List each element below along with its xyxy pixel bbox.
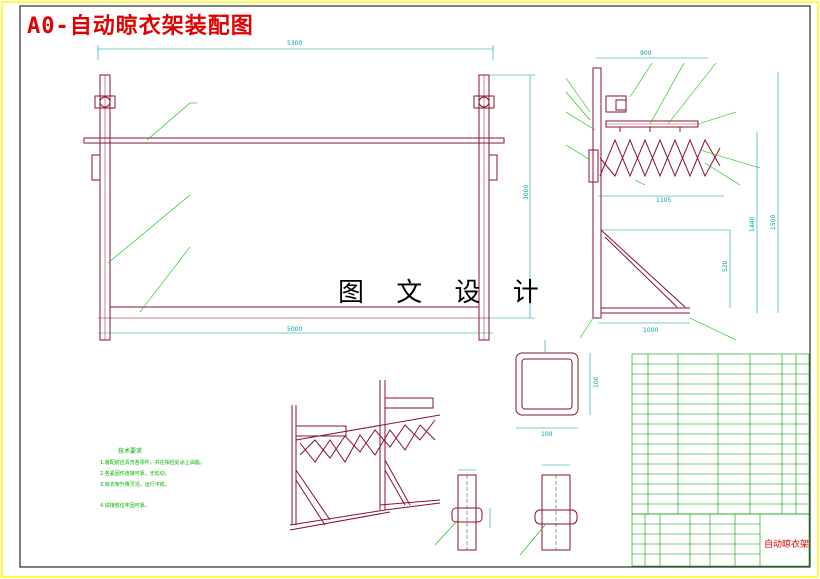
dim-tube-h: 100 xyxy=(593,376,600,388)
dim-side-top: 900 xyxy=(640,50,652,57)
dim-front-height: 3000 xyxy=(523,185,530,200)
dim-tube-w: 100 xyxy=(541,431,553,438)
front-view xyxy=(83,45,535,341)
tech-title: 技术要求 xyxy=(118,447,142,455)
dim-side-right1: 1440 xyxy=(749,217,756,232)
side-view xyxy=(565,57,779,341)
tech-line-3: 3.晾衣架升降灵活，运行平稳。 xyxy=(100,481,170,488)
tech-line-2: 2.各紧固件连接可靠，无松动。 xyxy=(100,470,170,477)
tech-line-4: 4.焊接部位牢固可靠。 xyxy=(100,502,150,509)
bom-rows xyxy=(632,363,809,505)
title-block-name: 自动晾衣架 xyxy=(764,538,809,550)
title-block xyxy=(631,513,810,567)
isometric-view xyxy=(289,380,441,531)
dim-side-lower: 520 xyxy=(722,260,729,272)
dim-front-bottom: 5000 xyxy=(287,326,302,333)
tech-line-1: 1.装配前应清洗各零件，并在相应处涂上油脂。 xyxy=(100,459,205,466)
dim-front-top: 5300 xyxy=(287,40,302,47)
dim-side-arm: 1105 xyxy=(656,197,671,204)
watermark: 图 文 设 计 xyxy=(338,278,551,308)
detail-views xyxy=(434,464,578,556)
dim-side-right2: 1500 xyxy=(770,215,777,230)
tube-section xyxy=(515,340,591,429)
inner-border xyxy=(19,5,811,568)
dim-side-base: 1000 xyxy=(643,327,658,334)
drawing-title: A0-自动晾衣架装配图 xyxy=(27,14,254,39)
